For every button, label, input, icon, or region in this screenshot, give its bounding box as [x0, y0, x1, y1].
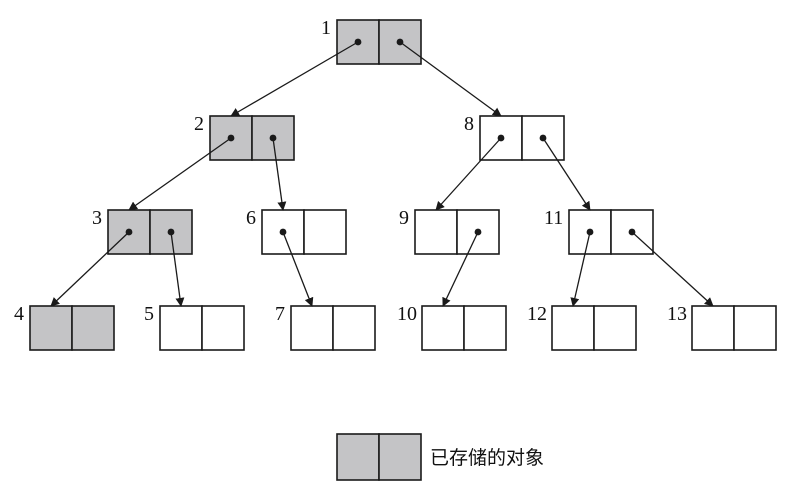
- node-4: 4: [14, 303, 115, 351]
- node-13-label: 13: [667, 303, 687, 325]
- edge-3-4: [50, 228, 133, 307]
- edge-11-13: [628, 228, 714, 307]
- node-10-label: 10: [397, 303, 417, 325]
- edge-11-12: [570, 228, 594, 307]
- pointer-dot: [539, 134, 547, 142]
- edge-arrow: [435, 137, 502, 211]
- node-10: 10: [397, 303, 507, 351]
- pointer-dot: [497, 134, 505, 142]
- node-5-label: 5: [144, 303, 154, 325]
- pointer-dot: [125, 228, 133, 236]
- edge-arrow: [542, 137, 591, 211]
- node-4-label: 4: [14, 303, 24, 325]
- pointer-dot: [396, 38, 404, 46]
- edge-arrow: [631, 231, 714, 307]
- edge-arrow: [50, 231, 130, 307]
- edge-arrow: [230, 41, 359, 117]
- edge-arrow: [399, 41, 502, 117]
- node-3: 3: [92, 207, 193, 255]
- pointer-dot: [628, 228, 636, 236]
- node-4-right-cell: [71, 305, 115, 351]
- node-5: 5: [144, 303, 245, 351]
- node-6-label: 6: [246, 207, 256, 229]
- edge-arrow: [570, 231, 591, 307]
- node-7-left-cell: [290, 305, 334, 351]
- node-8: 8: [464, 113, 565, 161]
- node-7-right-cell: [332, 305, 376, 351]
- edge-1-2: [230, 38, 362, 117]
- node-10-left-cell: [421, 305, 465, 351]
- pointer-dot: [279, 228, 287, 236]
- node-7-label: 7: [275, 303, 285, 325]
- node-5-left-cell: [159, 305, 203, 351]
- edge-arrow: [272, 137, 287, 211]
- legend-box-left: [336, 433, 380, 481]
- node-9-left-cell: [414, 209, 458, 255]
- node-12-left-cell: [551, 305, 595, 351]
- edge-9-10: [442, 228, 482, 307]
- node-9: 9: [399, 207, 500, 255]
- node-11-label: 11: [544, 207, 563, 229]
- edge-8-9: [435, 134, 505, 211]
- edge-1-8: [396, 38, 502, 117]
- edge-2-3: [128, 134, 235, 211]
- node-7: 7: [275, 303, 376, 351]
- node-6-right-cell: [303, 209, 347, 255]
- pointer-dot: [586, 228, 594, 236]
- edge-arrow: [128, 137, 232, 211]
- node-13-left-cell: [691, 305, 735, 351]
- node-4-left-cell: [29, 305, 73, 351]
- pointer-dot: [167, 228, 175, 236]
- edge-arrow: [442, 231, 479, 307]
- pointer-dot: [269, 134, 277, 142]
- legend-label: 已存储的对象: [430, 447, 544, 469]
- node-10-right-cell: [463, 305, 507, 351]
- edge-arrow: [282, 231, 314, 307]
- node-8-label: 8: [464, 113, 474, 135]
- edges: [50, 38, 714, 307]
- node-9-label: 9: [399, 207, 409, 229]
- legend: 已存储的对象: [336, 433, 544, 481]
- node-11: 11: [544, 207, 654, 255]
- edge-6-7: [279, 228, 314, 307]
- node-12-label: 12: [527, 303, 547, 325]
- edge-3-5: [167, 228, 185, 307]
- node-12-right-cell: [593, 305, 637, 351]
- node-3-label: 3: [92, 207, 102, 229]
- node-6: 6: [246, 207, 347, 255]
- legend-box-right: [378, 433, 422, 481]
- node-1: 1: [321, 17, 422, 65]
- pointer-dot: [354, 38, 362, 46]
- node-12: 12: [527, 303, 637, 351]
- node-13: 13: [667, 303, 777, 351]
- edge-2-6: [269, 134, 287, 211]
- pointer-dot: [474, 228, 482, 236]
- pointer-dot: [227, 134, 235, 142]
- node-2-label: 2: [194, 113, 204, 135]
- node-13-right-cell: [733, 305, 777, 351]
- node-1-label: 1: [321, 17, 331, 39]
- node-5-right-cell: [201, 305, 245, 351]
- edge-arrow: [170, 231, 185, 307]
- edge-8-11: [539, 134, 591, 211]
